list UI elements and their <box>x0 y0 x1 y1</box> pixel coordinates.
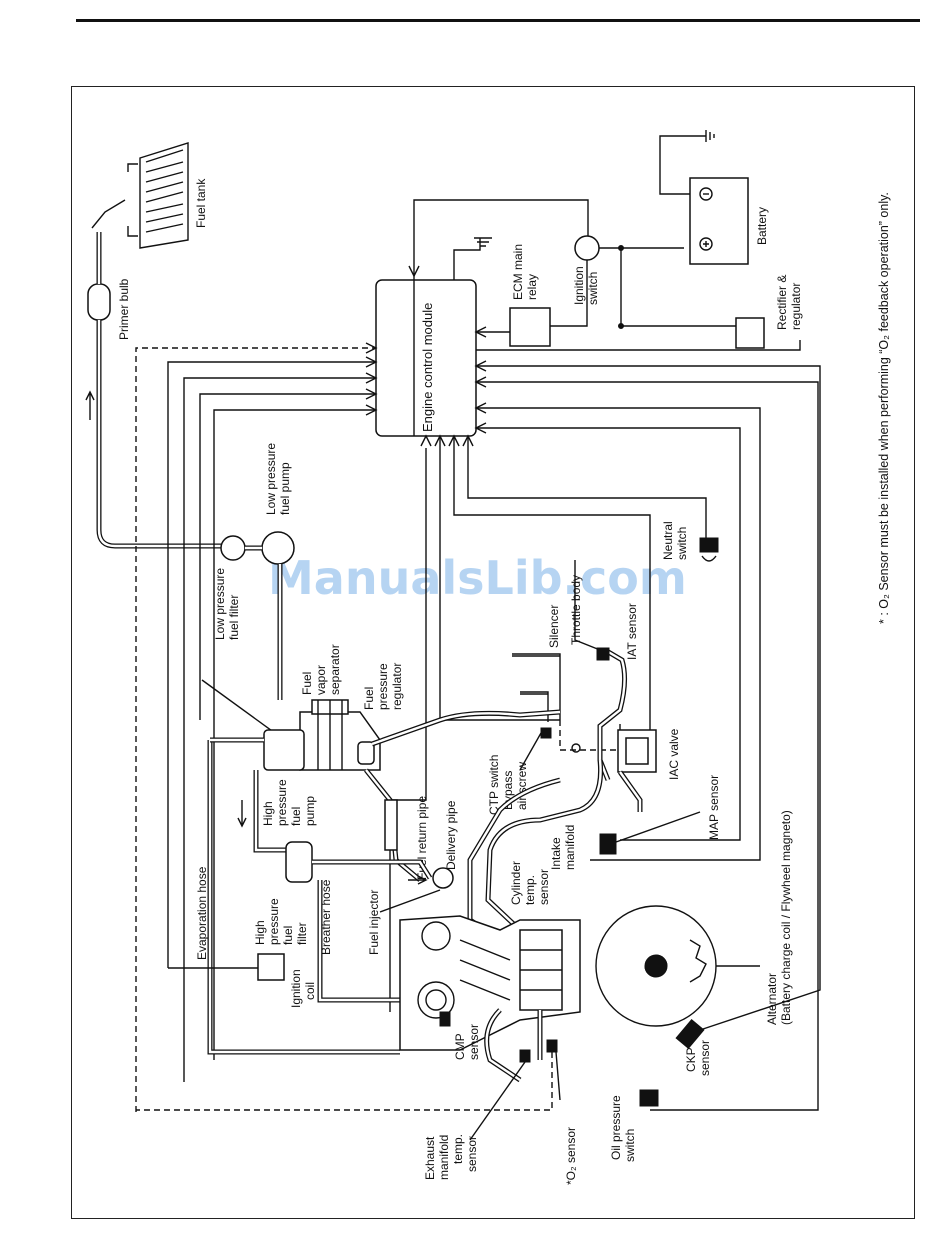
diagram-frame <box>71 86 915 1219</box>
lp-filter-label-1: Low pressure <box>213 568 227 640</box>
ctp-switch-label: CTP switch <box>487 755 501 815</box>
rectifier-label-1: Rectifier & <box>775 275 789 330</box>
ignition-switch-label-1: Ignition <box>572 266 586 305</box>
footnote: * : O₂ Sensor must be installed when per… <box>877 192 891 624</box>
alternator-label-2: (Battery charge coil / Flywheel magneto) <box>779 810 793 1025</box>
ctp-switch <box>540 727 552 739</box>
cmp-label-2: sensor <box>467 1024 481 1060</box>
ignition-coil-label-1: Ignition <box>289 969 303 1008</box>
fuel-return-pipe <box>384 799 398 851</box>
fuel-return-label: Fuel return pipe <box>415 796 429 880</box>
o2-sensor-label: *O₂ sensor <box>564 1127 578 1185</box>
pressure-reg-label-2: pressure <box>376 663 390 710</box>
alternator <box>595 905 760 1027</box>
ecm-ground <box>453 237 492 280</box>
ckp-label-1: CKP <box>684 1047 698 1072</box>
exhaust-temp-sensor <box>519 1049 531 1063</box>
battery-label: Battery <box>755 207 769 245</box>
rectifier-regulator <box>735 317 765 349</box>
vapor-sep-label-1: Fuel <box>300 672 314 695</box>
high-pressure-fuel-pump <box>207 729 400 1055</box>
hp-filter-label-2: pressure <box>267 898 281 945</box>
battery <box>659 130 749 265</box>
delivery-pipe-label: Delivery pipe <box>444 800 458 870</box>
exhaust-label-3: temp. <box>451 1134 465 1164</box>
hp-pump-label-1: High <box>261 801 275 826</box>
breather-hose-label: Breather hose <box>319 879 333 955</box>
alternator-label-1: Alternator <box>765 973 779 1025</box>
ignition-coil <box>257 953 285 981</box>
intake-manifold <box>467 759 604 943</box>
oil-pressure-label-2: switch <box>623 1129 637 1162</box>
hp-pump-label-4: pump <box>303 796 317 826</box>
rectifier-label-2: regulator <box>789 283 803 330</box>
iat-sensor-label: IAT sensor <box>625 603 639 660</box>
hp-pump-label-3: fuel <box>289 807 303 826</box>
watermark: ManualsLib.com <box>268 551 687 605</box>
ecm-left-wiring <box>135 342 378 1112</box>
cyl-temp-label-2: temp. <box>523 875 537 905</box>
hp-filter-label-4: filter <box>295 922 309 945</box>
oil-pressure-label-1: Oil pressure <box>609 1095 623 1160</box>
primer-bulb <box>87 283 111 321</box>
ckp-sensor <box>675 1018 705 1050</box>
intake-label-1: Intake <box>549 837 563 870</box>
pressure-reg-label-3: regulator <box>390 663 404 710</box>
neutral-switch-label-2: switch <box>675 527 689 560</box>
exhaust-label-1: Exhaust <box>423 1136 437 1180</box>
cyl-temp-label-1: Cylinder <box>509 861 523 905</box>
ecm-relay-label-1: ECM main <box>511 244 525 300</box>
lp-filter-label-2: fuel filter <box>227 595 241 640</box>
ignition-switch-label-2: switch <box>586 272 600 305</box>
ignition-switch[interactable] <box>574 235 600 261</box>
fuel-vapor-separator <box>299 699 381 771</box>
exhaust-label-4: sensor <box>465 1136 479 1172</box>
fuel-injector-label: Fuel injector <box>367 890 381 955</box>
delivery-pipe <box>432 867 454 889</box>
hp-filter-label-1: High <box>253 920 267 945</box>
low-pressure-fuel-filter <box>220 535 246 561</box>
oil-pressure-switch <box>639 1089 659 1107</box>
exhaust-label-2: manifold <box>437 1135 451 1180</box>
ecm-relay-label-2: relay <box>525 274 539 300</box>
ecm-label: Engine control module <box>420 303 435 432</box>
o2-sensor <box>546 1039 558 1053</box>
cmp-label-1: CMP <box>453 1033 467 1060</box>
high-pressure-fuel-filter <box>285 841 433 883</box>
vapor-sep-label-3: separator <box>328 644 342 695</box>
fuel-tank-label: Fuel tank <box>194 178 208 228</box>
lp-pump-label-2: fuel pump <box>278 462 292 515</box>
neutral-switch-label-1: Neutral <box>661 521 675 560</box>
neutral-switch <box>699 537 719 562</box>
lp-pump-label-1: Low pressure <box>264 443 278 515</box>
low-pressure-fuel-pump <box>261 531 295 565</box>
ignition-coil-label-2: coil <box>303 982 317 1000</box>
intake-label-2: manifold <box>563 825 577 870</box>
hp-filter-label-3: fuel <box>281 926 295 945</box>
bypass-label-2: air screw <box>515 762 529 810</box>
primer-bulb-label: Primer bulb <box>117 278 131 340</box>
cyl-temp-label-3: sensor <box>537 869 551 905</box>
ecm-right-wiring <box>474 326 821 1111</box>
iac-valve <box>617 729 657 812</box>
engine-block <box>399 915 581 1083</box>
map-sensor <box>599 833 617 855</box>
ckp-label-2: sensor <box>698 1040 712 1076</box>
flow-arrow <box>85 390 95 420</box>
map-sensor-label: MAP sensor <box>707 775 721 840</box>
ecm-main-relay <box>509 307 551 347</box>
iac-valve-label: IAC valve <box>667 728 681 780</box>
iat-sensor <box>596 647 610 661</box>
throttle-body-label: Throttle body <box>569 575 583 645</box>
cmp-sensor <box>439 1011 451 1027</box>
vapor-sep-label-2: vapor <box>314 665 328 695</box>
pressure-reg-label-1: Fuel <box>362 687 376 710</box>
hp-pump-label-2: pressure <box>275 779 289 826</box>
top-rule <box>76 19 920 22</box>
evap-hose-label: Evaporation hose <box>195 866 209 960</box>
fuel-tank <box>91 142 189 249</box>
silencer-label: Silencer <box>547 605 561 648</box>
